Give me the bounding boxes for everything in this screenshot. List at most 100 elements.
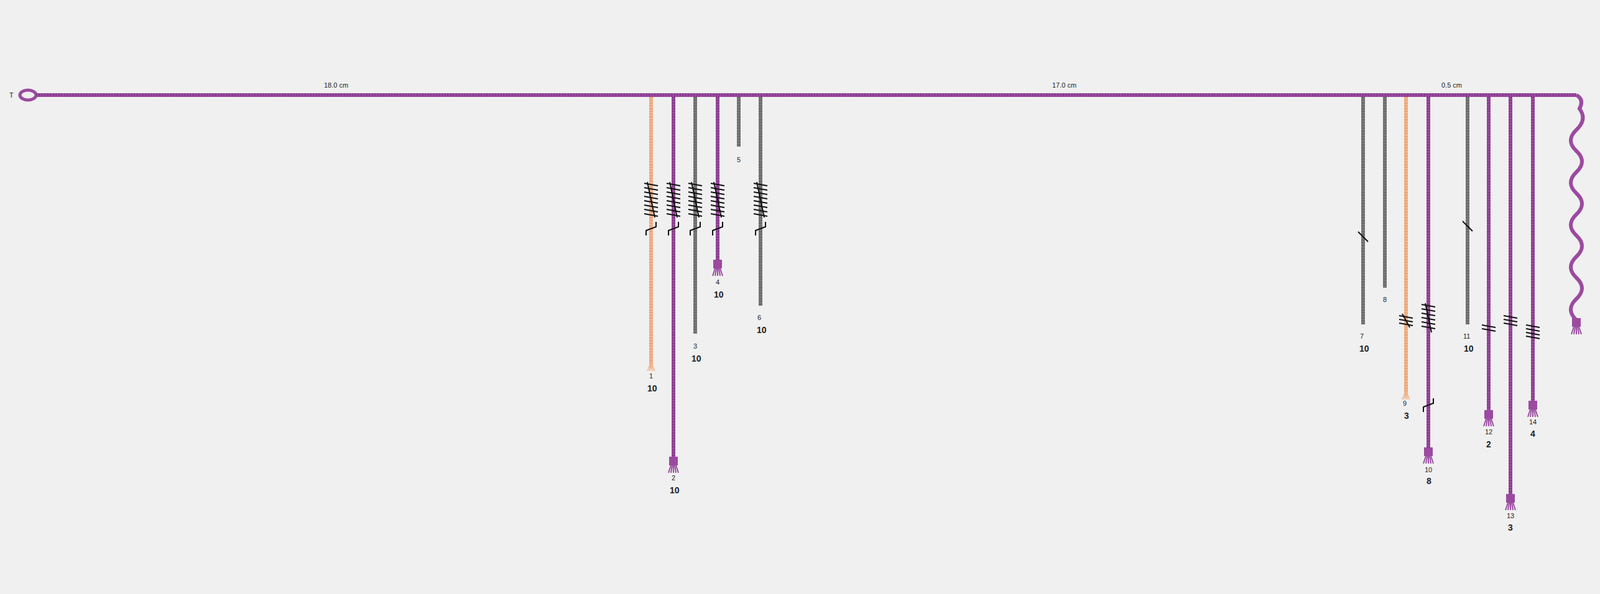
dimension: 0.5 cm [1441,82,1462,89]
pendant-cord-twist [715,97,720,267]
knot-wrap [756,182,765,218]
tassel-strand [715,268,717,277]
cord-number: 12 [1484,429,1493,436]
pendant-cord [1426,97,1431,454]
knot-slash [1462,221,1473,232]
single-knot [688,205,703,208]
cord-end-label: T [9,92,14,99]
single-knot [753,183,768,186]
pendant-cord [1465,97,1470,325]
single-knot [666,187,681,191]
tassel-strand [1509,503,1512,511]
tassel-strand [720,268,723,277]
dimension: 17.0 cm [1052,82,1077,89]
pendant-cord [649,97,653,368]
cord-number: 2 [671,475,676,482]
single-knot [753,187,768,191]
end-knot [1424,447,1433,457]
long-knot [1423,398,1434,413]
single-knot [1481,325,1496,328]
end-knot [669,457,678,466]
single-knot [688,213,703,217]
tassel-strand [672,465,675,474]
single-knot [1503,319,1518,323]
tassel-strand [1535,409,1538,418]
end-knot [713,259,722,269]
cord-number: 5 [736,156,741,164]
tassel-strand [1575,327,1577,335]
pendant-cord-twist [1361,97,1365,325]
single-knot [753,205,768,208]
single-knot [644,205,658,208]
tassel-strand [1532,409,1534,418]
pendant-cord [1530,97,1535,408]
pendant-cord-twist [1382,97,1387,288]
pendant-cord [715,97,720,267]
pendant-cord-twist [736,97,741,147]
cord-number: 14 [1529,419,1537,426]
cord-loop [19,90,37,101]
cord-number: 11 [1463,333,1471,341]
tassel-strand [1486,419,1488,427]
cord-value: 10 [691,354,702,364]
long-knot [712,221,723,236]
tassel-strand [1488,419,1490,427]
tassel-strand [1578,327,1582,335]
pendant-cord-twist [1465,97,1470,325]
frayed-end [1405,391,1410,400]
knot-wrap [713,182,722,218]
pendant-cord-twist [649,97,653,368]
end-knot [1572,318,1581,328]
pendant-cord [1382,97,1387,288]
pendant-cord [671,97,676,464]
knot-wrap [647,182,655,218]
single-knot [710,183,725,186]
knot-wrap [669,182,678,218]
single-knot [710,213,725,217]
cord-value: 10 [1359,344,1370,354]
single-knot [710,192,725,195]
frayed-end [649,362,652,372]
single-knot [1421,309,1436,312]
single-knot [688,209,703,213]
cord-value: 8 [1426,476,1432,486]
pendant-cord [1486,97,1491,417]
tassel-strand [1512,503,1516,511]
single-knot [666,213,681,217]
single-knot [644,183,658,186]
cord-value: 10 [756,325,767,335]
single-knot [666,183,681,186]
single-knot [1421,304,1436,308]
frayed-end [647,362,652,372]
single-knot [644,209,658,213]
single-knot [688,183,703,186]
pendant-cord-twist [1404,97,1408,397]
cord-number: 3 [693,343,698,351]
single-knot [1481,328,1496,332]
single-knot [1526,332,1540,336]
frayed-end [651,362,655,372]
cord-value: 3 [1404,411,1410,421]
tassel-strand [1530,409,1532,418]
single-knot [1526,325,1540,328]
knot-wrap [1402,314,1410,328]
single-knot [1526,336,1540,339]
knot-slash [1358,231,1369,242]
primary-cord-twist [36,93,1577,98]
cord-value: 4 [1530,429,1536,439]
single-knot [688,187,703,191]
pendant-cord-twist [1426,97,1431,454]
cord-value: 3 [1507,523,1513,533]
single-knot [1503,323,1518,326]
single-knot [644,213,658,217]
pendant-cord [1508,97,1513,501]
single-knot [666,205,681,208]
single-knot [666,209,681,213]
tassel-strand [1430,456,1434,464]
tassel-strand [1507,503,1510,511]
dimension: 18.0 cm [323,82,349,89]
single-knot [1421,322,1436,325]
long-knot [646,221,657,236]
tassel-strand [1491,419,1494,427]
